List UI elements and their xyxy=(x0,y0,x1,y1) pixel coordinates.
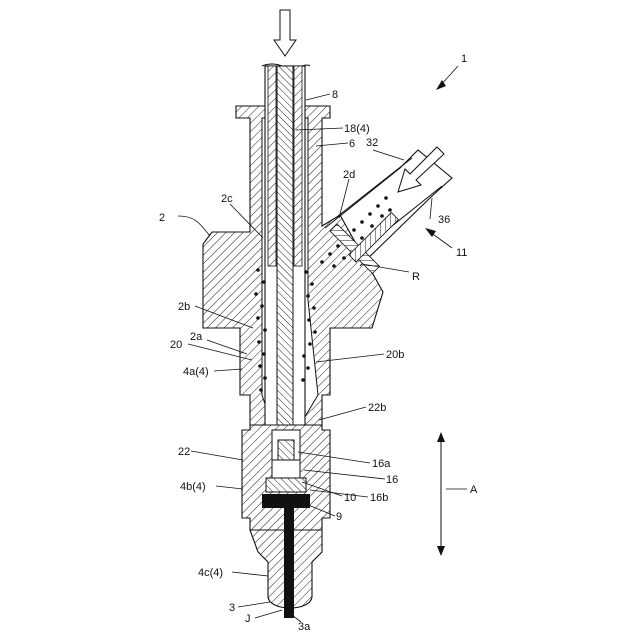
label-18-4: 18(4) xyxy=(344,123,370,135)
label-11: 11 xyxy=(456,247,467,259)
label-32: 32 xyxy=(366,137,378,149)
label-4a-4: 4a(4) xyxy=(183,366,209,378)
label-10: 10 xyxy=(344,492,356,504)
label-J: J xyxy=(245,613,251,625)
label-4c-4: 4c(4) xyxy=(198,567,223,579)
label-36: 36 xyxy=(438,214,450,226)
label-16: 16 xyxy=(386,474,398,486)
label-9: 9 xyxy=(336,511,342,523)
label-8: 8 xyxy=(332,89,338,101)
shaft-8 xyxy=(262,64,310,430)
label-2d: 2d xyxy=(343,169,355,181)
label-3a: 3a xyxy=(298,621,311,633)
inflow-arrow-inclined xyxy=(398,147,444,192)
label-16b: 16b xyxy=(370,492,388,504)
label-A: A xyxy=(470,484,478,496)
label-16a: 16a xyxy=(372,458,391,470)
label-2: 2 xyxy=(159,212,165,224)
label-2c: 2c xyxy=(221,193,233,205)
label-2a: 2a xyxy=(190,331,203,343)
label-2b: 2b xyxy=(178,301,190,313)
inflow-arrow-top xyxy=(274,10,296,56)
reference-arrow-1 xyxy=(436,66,458,90)
label-20: 20 xyxy=(170,339,182,351)
label-1: 1 xyxy=(461,53,467,65)
axis-arrow-A xyxy=(437,432,445,556)
label-6: 6 xyxy=(349,138,355,150)
label-22b: 22b xyxy=(368,402,386,414)
label-22: 22 xyxy=(178,446,190,458)
label-4b-4: 4b(4) xyxy=(180,481,206,493)
label-3: 3 xyxy=(229,602,235,614)
reference-arrow-11 xyxy=(425,228,452,248)
label-R: R xyxy=(412,271,420,283)
label-20b: 20b xyxy=(386,349,404,361)
